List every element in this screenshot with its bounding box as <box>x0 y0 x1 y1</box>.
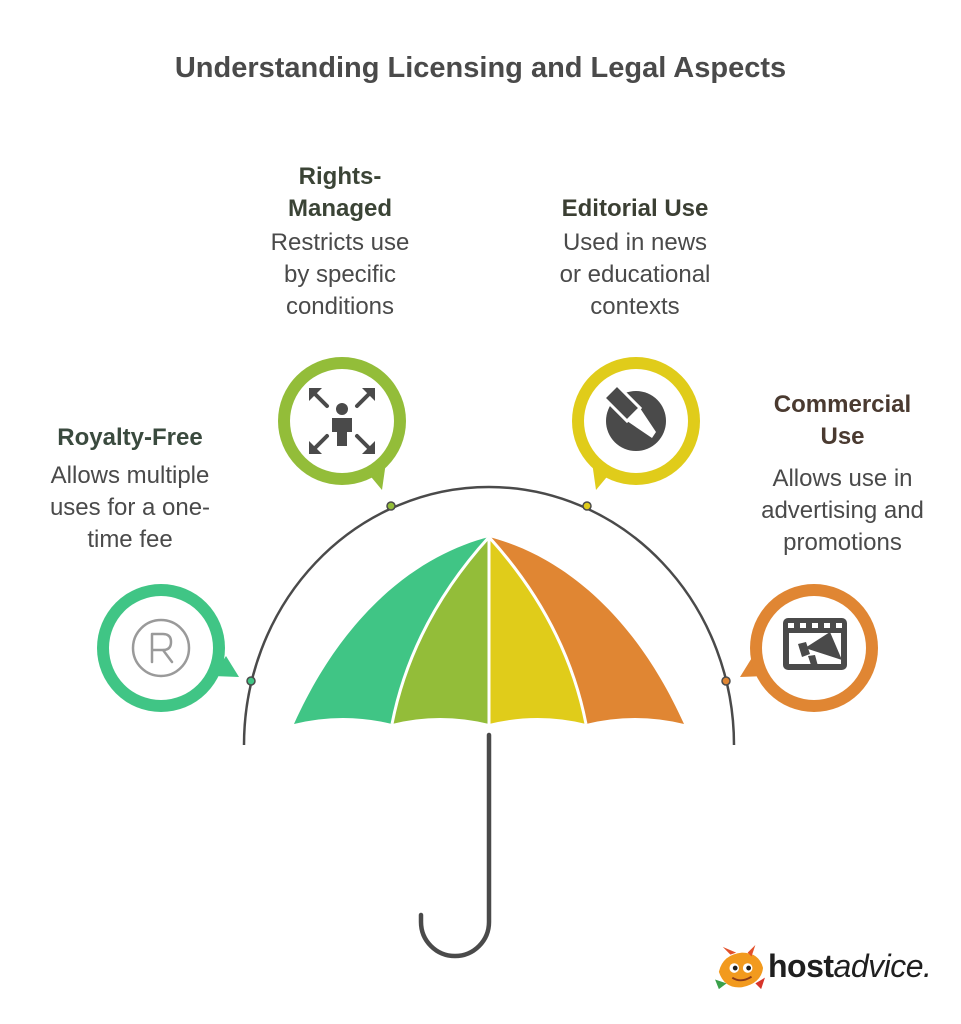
royalty-free-bubble <box>97 584 239 712</box>
canopy-panel-yellow <box>489 537 586 724</box>
editorial-use-description: Used in news or educational contexts <box>520 227 750 323</box>
rights-managed-bubble <box>278 357 406 490</box>
brand-dot: . <box>923 948 932 984</box>
royalty-free-heading: Royalty-Free <box>20 422 240 454</box>
heading-line: Rights- <box>298 163 382 190</box>
heading-line: Editorial Use <box>561 195 709 222</box>
desc-line: by specific <box>283 261 397 288</box>
umbrella-handle <box>418 732 492 959</box>
connector-dot <box>721 676 731 686</box>
rights-managed-heading: Rights- Managed <box>230 161 450 225</box>
heading-line: Use <box>820 423 865 450</box>
editorial-use-heading: Editorial Use <box>520 193 750 225</box>
brand-bold: host <box>768 948 834 984</box>
connector-dot <box>386 501 396 511</box>
rights-managed-block: Rights- Managed Restricts use by specifi… <box>230 161 450 323</box>
desc-line: time fee <box>87 526 173 553</box>
commercial-use-description: Allows use in advertising and promotions <box>735 463 950 559</box>
editorial-use-block: Editorial Use Used in news or educationa… <box>520 193 750 323</box>
registered-icon <box>131 618 191 678</box>
hostadvice-logo-text: hostadvice. <box>768 948 932 985</box>
desc-line: Restricts use <box>270 229 410 256</box>
desc-line: uses for a one- <box>49 494 211 521</box>
canopy-panel-orange <box>489 537 684 724</box>
commercial-use-bubble <box>740 584 878 712</box>
brand-regular: advice <box>833 948 924 984</box>
commercial-use-block: Commercial Use Allows use in advertising… <box>735 389 950 559</box>
commercial-use-heading: Commercial Use <box>735 389 950 453</box>
hostadvice-logo-icon <box>715 945 765 990</box>
desc-line: conditions <box>285 293 395 320</box>
royalty-free-block: Royalty-Free Allows multiple uses for a … <box>20 422 240 556</box>
rights-managed-description: Restricts use by specific conditions <box>230 227 450 323</box>
person-arrows-icon <box>309 388 375 454</box>
connector-dot <box>582 501 592 511</box>
pen-nib-icon <box>601 382 666 451</box>
desc-line: promotions <box>783 529 902 556</box>
desc-line: Used in news <box>562 229 708 256</box>
page-title: Understanding Licensing and Legal Aspect… <box>174 52 787 84</box>
desc-line: or educational <box>559 261 711 288</box>
umbrella-canopy <box>294 535 684 725</box>
connector-dot <box>246 676 256 686</box>
editorial-use-bubble <box>572 357 700 490</box>
desc-line: Allows multiple <box>50 462 210 489</box>
desc-line: contexts <box>590 293 680 320</box>
canopy-rib <box>390 535 491 725</box>
canopy-panel-green <box>294 537 489 724</box>
royalty-free-description: Allows multiple uses for a one- time fee <box>20 460 240 556</box>
heading-line: Managed <box>287 195 392 222</box>
video-megaphone-icon <box>783 618 847 670</box>
outer-arc <box>242 485 736 746</box>
canopy-rib <box>487 535 588 725</box>
desc-line: advertising and <box>761 497 924 524</box>
canopy-panel-lime <box>392 537 489 724</box>
desc-line: Allows use in <box>772 465 913 492</box>
heading-line: Royalty-Free <box>57 424 203 451</box>
heading-line: Commercial <box>773 391 912 418</box>
